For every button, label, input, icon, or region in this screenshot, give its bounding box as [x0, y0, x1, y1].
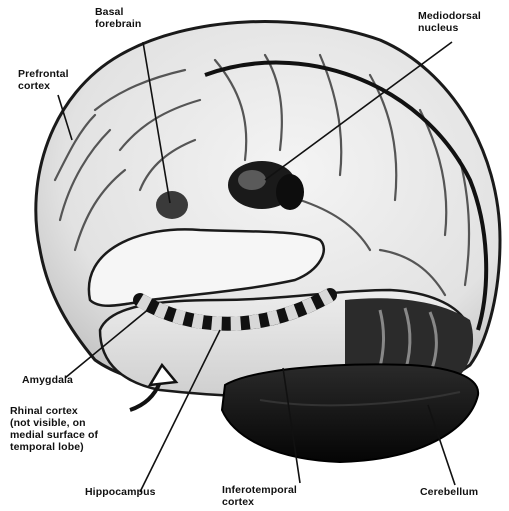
label-rhinal-cortex: Rhinal cortex (not visible, on medial su… — [10, 405, 98, 453]
basal-forebrain-region — [156, 191, 188, 219]
label-mediodorsal-nucleus: Mediodorsal nucleus — [418, 10, 481, 34]
label-cerebellum: Cerebellum — [420, 486, 478, 498]
cerebellum-structure — [222, 364, 478, 462]
label-amygdala: Amygdala — [22, 374, 73, 386]
label-hippocampus: Hippocampus — [85, 486, 156, 498]
label-basal-forebrain: Basal forebrain — [95, 6, 141, 30]
label-prefrontal-cortex: Prefrontal cortex — [18, 68, 69, 92]
label-inferotemporal-cortex: Inferotemporal cortex — [222, 484, 297, 508]
